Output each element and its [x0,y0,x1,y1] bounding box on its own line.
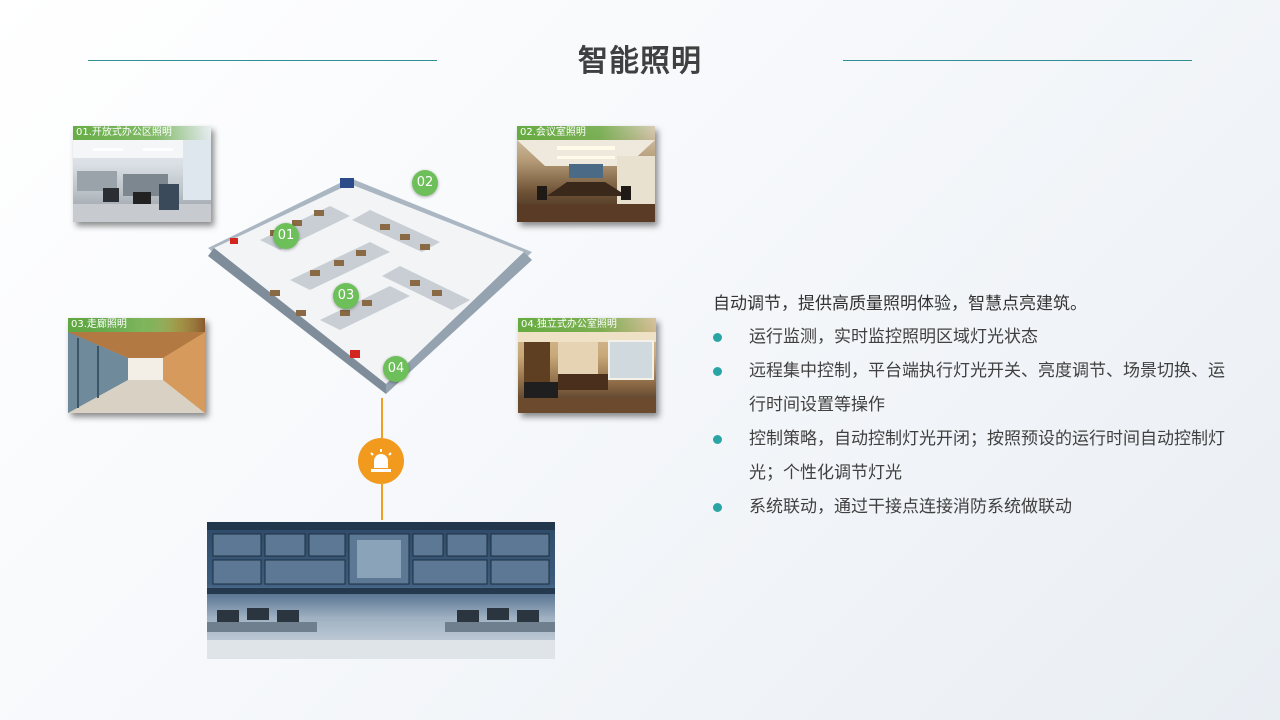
photo-label: 04.独立式办公室照明 [518,318,656,332]
photo-label: 01.开放式办公区照明 [73,126,211,140]
floor-plan-map: 01 02 03 04 [200,170,540,400]
feature-item: 远程集中控制，平台端执行灯光开关、亮度调节、场景切换、运行时间设置等操作 [713,354,1233,422]
feature-item: 运行监测，实时监控照明区域灯光状态 [713,320,1233,354]
feature-text: 远程集中控制，平台端执行灯光开关、亮度调节、场景切换、运行时间设置等操作 [749,361,1225,415]
alarm-light-glyph [370,449,392,472]
private-office-illustration [518,332,656,413]
feature-text: 系统联动，通过干接点连接消防系统做联动 [749,497,1072,517]
feature-text: 运行监测，实时监控照明区域灯光状态 [749,327,1038,347]
feature-item: 控制策略，自动控制灯光开闭；按照预设的运行时间自动控制灯光；个性化调节灯光 [713,422,1233,490]
control-room-photo [207,522,555,659]
private-office-photo: 04.独立式办公室照明 [518,318,656,413]
corridor-illustration [68,332,205,413]
corridor-photo: 03.走廊照明 [68,318,205,413]
title-divider-right [843,60,1192,61]
open-office-illustration [73,140,211,222]
bullet-dot-icon [713,333,722,342]
photo-label: 02.会议室照明 [517,126,655,140]
zone-marker-02[interactable]: 02 [412,170,438,196]
bullet-dot-icon [713,503,722,512]
connector-line-bottom [381,482,383,520]
alarm-light-icon [358,438,404,484]
control-room-illustration [207,522,555,659]
floor-plan-illustration [208,178,532,394]
bullet-dot-icon [713,367,722,376]
connector-line-top [381,398,383,438]
feature-list: 运行监测，实时监控照明区域灯光状态 远程集中控制，平台端执行灯光开关、亮度调节、… [713,320,1233,524]
photo-label: 03.走廊照明 [68,318,205,332]
page-title: 智能照明 [578,44,702,79]
feature-item: 系统联动，通过干接点连接消防系统做联动 [713,490,1233,524]
bullet-dot-icon [713,435,722,444]
zone-marker-01[interactable]: 01 [273,223,299,249]
feature-text: 控制策略，自动控制灯光开闭；按照预设的运行时间自动控制灯光；个性化调节灯光 [749,429,1225,483]
meeting-room-illustration [517,140,655,222]
zone-marker-04[interactable]: 04 [383,356,409,382]
intro-text: 自动调节，提供高质量照明体验，智慧点亮建筑。 [713,294,1087,314]
open-office-photo: 01.开放式办公区照明 [73,126,211,222]
title-divider-left [88,60,437,61]
meeting-room-photo: 02.会议室照明 [517,126,655,222]
zone-marker-03[interactable]: 03 [333,283,359,309]
